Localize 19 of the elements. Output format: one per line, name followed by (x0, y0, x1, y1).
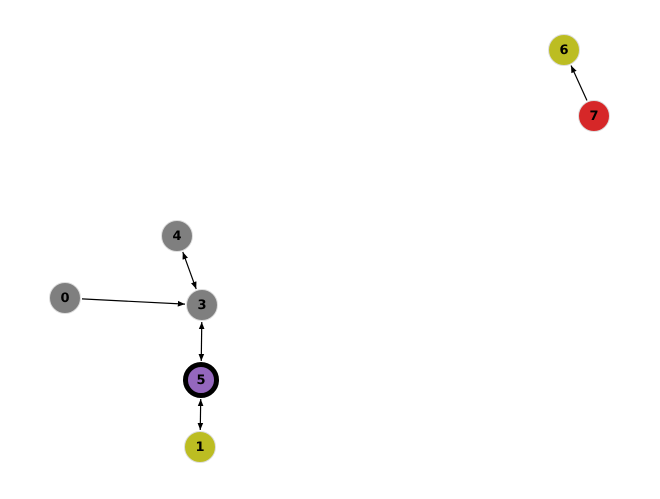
node-label: 0 (60, 290, 70, 306)
node-label: 7 (589, 108, 599, 124)
node-label: 3 (197, 298, 207, 312)
node-label: 1 (195, 440, 205, 454)
node-label: 5 (196, 372, 206, 388)
arrow (182, 252, 197, 290)
node-circle (578, 100, 610, 132)
node-label: 4 (172, 228, 182, 244)
node-circle (548, 34, 580, 66)
arrow (197, 399, 204, 430)
node-label: 6 (559, 42, 569, 58)
node-circle (184, 431, 216, 463)
node-circle (186, 289, 218, 321)
node-circle (49, 282, 81, 314)
arrow (198, 322, 205, 361)
arrow (82, 298, 186, 307)
node-circle (161, 220, 193, 252)
arrow (570, 65, 588, 101)
node-circle (183, 362, 219, 398)
